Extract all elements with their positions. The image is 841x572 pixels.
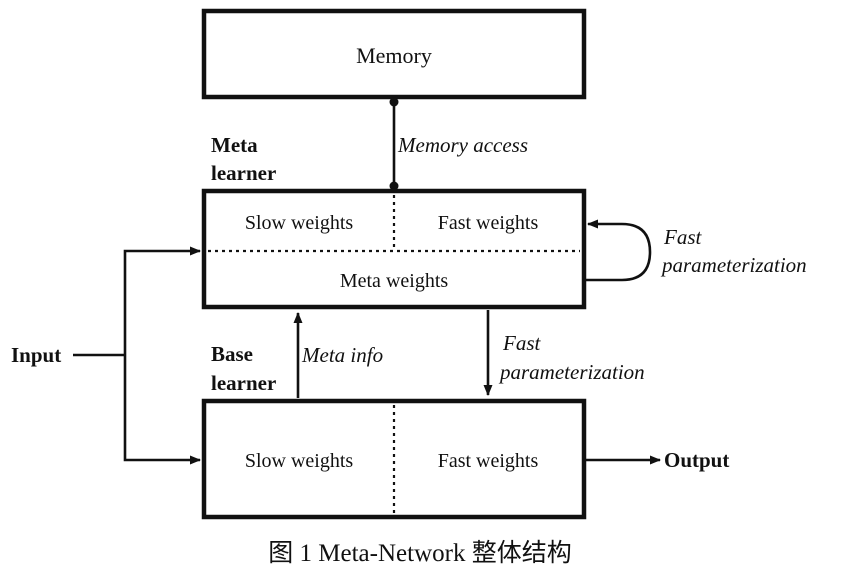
meta-learner-fast-weights: Fast weights — [438, 212, 539, 234]
fast-param-self-label-line1: Fast — [663, 225, 703, 249]
memory-access-top-dot — [389, 97, 399, 107]
fast-param-self-label-line2: parameterization — [660, 253, 807, 277]
meta-info-label: Meta info — [301, 343, 383, 367]
fast-param-self-loop — [584, 219, 652, 282]
output-label: Output — [664, 448, 729, 472]
base-learner-fast-weights: Fast weights — [438, 450, 539, 472]
input-to-base-learner-arrow — [123, 355, 201, 465]
input-to-meta-learner-arrow — [123, 246, 201, 355]
fast-param-down-label-line1: Fast — [502, 331, 542, 355]
memory-box-title: Memory — [356, 43, 432, 68]
meta-learner-label-line2: learner — [211, 161, 276, 185]
base-learner-slow-weights: Slow weights — [245, 450, 354, 472]
memory-box — [201, 8, 587, 100]
figure-caption: 图 1 Meta-Network 整体结构 — [268, 539, 571, 567]
meta-learner-meta-weights: Meta weights — [340, 270, 449, 292]
base-learner-label-line2: learner — [211, 371, 276, 395]
input-label: Input — [11, 343, 61, 367]
base-learner-label-line1: Base — [211, 342, 253, 366]
meta-learner-slow-weights: Slow weights — [245, 212, 354, 234]
memory-access-bottom-dot — [389, 181, 399, 191]
memory-access-label: Memory access — [397, 133, 528, 157]
meta-learner-label-line1: Meta — [211, 133, 258, 157]
fast-param-down-label-line2: parameterization — [498, 360, 645, 384]
